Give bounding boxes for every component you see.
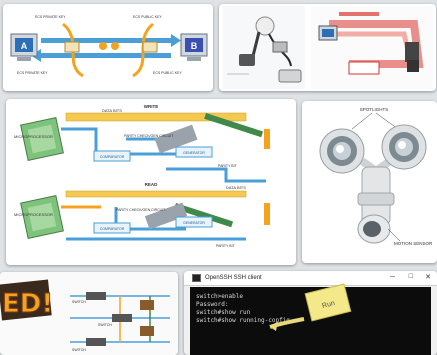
comparator-label: COMPARATOR [100, 227, 125, 231]
terminal-line: switch#show running-config [196, 317, 290, 324]
banner-text: ED! [2, 289, 53, 319]
computer-icon: A [10, 33, 38, 61]
ssh-client-thumbnail[interactable]: OpenSSH SSH client ─ □ ✕ switch>enable P… [184, 271, 437, 355]
spotlight-diagram: SPOTLIGHTS MOTION SENSOR [319, 107, 433, 246]
parity-diagram: WRITE DATA BITS MICROPROCESSOR PARITY CH… [14, 104, 270, 248]
parity-diagram-thumbnail[interactable]: WRITE DATA BITS MICROPROCESSOR PARITY CH… [6, 99, 296, 265]
terminal-line: Password: [196, 301, 229, 308]
key-label: ECS PUBLIC KEY [153, 71, 182, 75]
parity-bit-label: PARITY BIT [216, 244, 236, 248]
data-bits-label: DATA BITS [226, 185, 246, 190]
encryption-diagram: A B ECS PRIVATE KEY ECS PUBLIC KEY ECS P… [10, 15, 208, 78]
parity-bit-label: PARITY BIT [218, 164, 238, 168]
key-label: ECS PRIVATE KEY [35, 15, 66, 19]
chip-icon [20, 117, 64, 161]
section-title: READ [145, 182, 159, 187]
spotlight-icon [381, 124, 427, 170]
terminal-icon [192, 274, 201, 282]
motion-sensor-label: MOTION SENSOR [394, 241, 433, 246]
generator-label: GENERATOR [183, 151, 205, 155]
switch-network-diagram: ED! SWITCH SWITCH SWITCH [0, 272, 178, 355]
spotlights-label: SPOTLIGHTS [360, 107, 389, 112]
spotlight-thumbnail[interactable]: SPOTLIGHTS MOTION SENSOR [302, 101, 437, 263]
write-section: WRITE DATA BITS MICROPROCESSOR PARITY CH… [14, 104, 270, 183]
switch-label: SWITCH [72, 348, 86, 352]
sticky-note-text: Run [321, 300, 335, 310]
comparator-label: COMPARATOR [100, 155, 125, 159]
microprocessor-label: MICROPROCESSOR [14, 212, 53, 217]
circuit-label: PARITY CHECK/GEN CIRCUIT [124, 134, 174, 138]
window-title: OpenSSH SSH client [205, 275, 262, 281]
window-titlebar: OpenSSH SSH client ─ □ ✕ [184, 271, 437, 286]
section-title: WRITE [144, 104, 159, 109]
sticky-note-callout: Run [269, 283, 352, 331]
minimize-button[interactable]: ─ [390, 274, 395, 281]
key-label: ECS PUBLIC KEY [133, 15, 162, 19]
maximize-button[interactable]: □ [408, 273, 413, 280]
motion-sensor-icon [357, 214, 391, 244]
circuit-label: PARITY CHECK/GEN CIRCUIT [116, 208, 166, 212]
svg-text:A: A [21, 41, 28, 51]
terminal-line: switch>enable [196, 293, 243, 300]
encryption-diagram-thumbnail[interactable]: A B ECS PRIVATE KEY ECS PUBLIC KEY ECS P… [3, 4, 213, 91]
close-button[interactable]: ✕ [425, 274, 431, 281]
computer-icon: B [180, 33, 208, 61]
key-label: ECS PRIVATE KEY [17, 71, 48, 75]
microprocessor-label: MICROPROCESSOR [14, 134, 53, 139]
read-section: READ DATA BITS MICROPROCESSOR PARITY CHE… [14, 182, 270, 248]
network-diagram [223, 6, 433, 89]
chip-icon [20, 195, 64, 239]
switch-label: SWITCH [72, 300, 86, 304]
network-diagram-thumbnail[interactable] [219, 4, 436, 91]
banner-stamp: ED! [0, 279, 54, 321]
generator-label: GENERATOR [183, 221, 205, 225]
data-bits-label: DATA BITS [102, 108, 122, 113]
terminal-line: switch#show run [196, 309, 251, 316]
switch-label: SWITCH [98, 323, 112, 327]
svg-text:B: B [191, 41, 198, 51]
switch-network-thumbnail[interactable]: ED! SWITCH SWITCH SWITCH [0, 272, 178, 355]
spotlight-icon [319, 128, 365, 174]
